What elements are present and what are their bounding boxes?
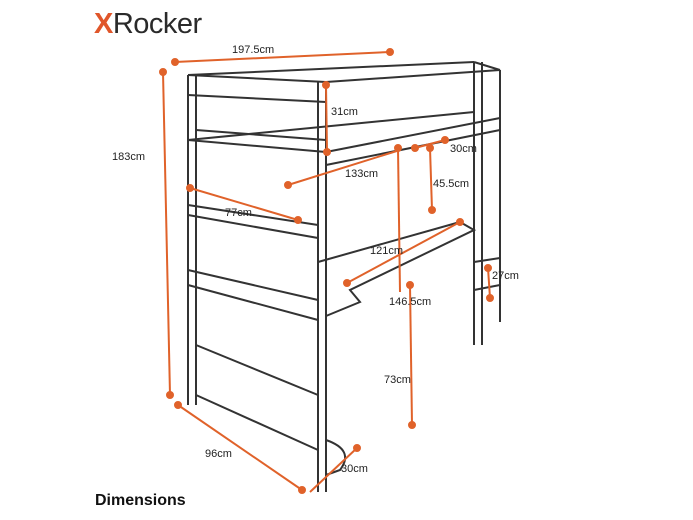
label-shelf-width: 133cm [345,168,379,180]
section-title: Dimensions [95,492,186,509]
brand-logo: XRocker [94,8,202,40]
label-overall-length: 197.5cm [232,44,275,56]
label-bottom-shelf-depth: 30cm [341,463,368,475]
label-desk-height: 73cm [384,374,411,386]
label-underbed-clearance: 146.5cm [389,296,432,308]
label-desk-width: 121cm [370,245,404,257]
label-overall-height: 183cm [112,151,146,163]
label-ladder-step: 27cm [492,270,519,282]
label-guard-rail-height: 31cm [331,106,358,118]
label-shelf-height: 45.5cm [433,178,470,190]
label-side-shelf-width: 77cm [225,207,252,219]
label-shelf-depth-top: 30cm [450,143,477,155]
bed-frame [187,61,501,492]
dimension-lines [159,48,494,494]
label-overall-depth: 96cm [205,448,232,460]
